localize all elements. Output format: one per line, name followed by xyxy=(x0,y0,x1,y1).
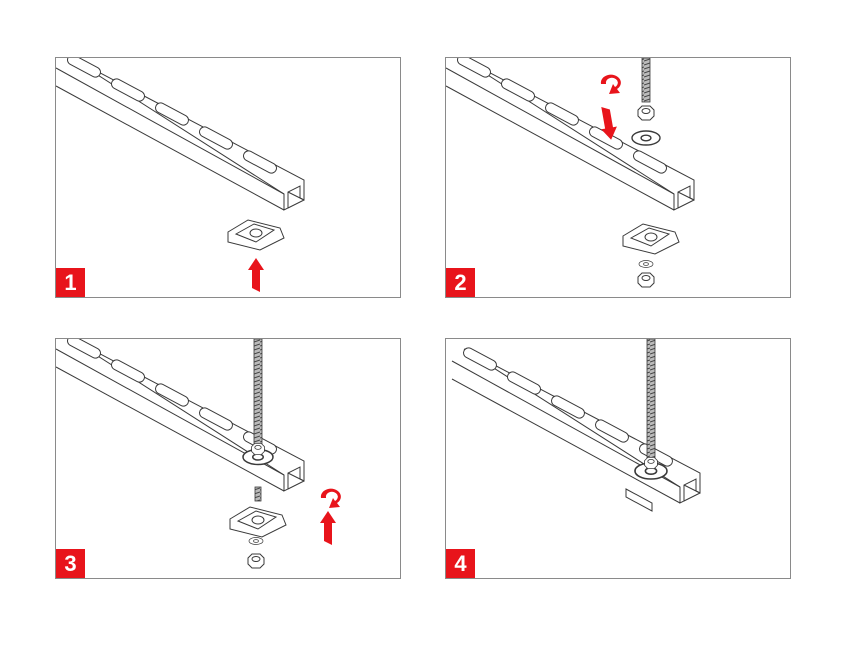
step-number: 4 xyxy=(446,549,475,578)
hex-nut xyxy=(644,456,658,470)
channel-nut-clip xyxy=(625,488,653,512)
hex-nut xyxy=(637,105,655,121)
step-1-panel: 1 xyxy=(55,57,401,298)
strut-channel xyxy=(56,58,305,211)
washer xyxy=(631,130,661,146)
step-number: 1 xyxy=(56,268,85,297)
step-4-illustration xyxy=(451,339,701,512)
strut-channel xyxy=(451,345,701,504)
rotate-arrow-icon xyxy=(320,488,341,508)
channel-nut-clip xyxy=(227,219,285,251)
step-2-illustration xyxy=(446,58,695,288)
up-arrow-icon xyxy=(248,258,264,292)
step-3-panel: 3 xyxy=(55,338,401,579)
small-washer xyxy=(248,537,264,545)
small-washer xyxy=(638,260,654,268)
step-3-illustration xyxy=(56,339,341,569)
up-arrow-icon xyxy=(320,511,336,545)
threaded-rod xyxy=(253,339,263,452)
channel-nut-clip xyxy=(622,223,680,255)
strut-channel xyxy=(56,339,305,492)
hex-nut-bottom xyxy=(247,553,265,569)
threaded-rod xyxy=(646,339,656,464)
rotate-arrow-icon xyxy=(600,74,621,94)
step-1-illustration xyxy=(56,58,305,292)
step-2-panel: 2 xyxy=(445,57,791,298)
step-number: 3 xyxy=(56,549,85,578)
threaded-rod-end xyxy=(254,486,262,502)
threaded-rod xyxy=(641,58,651,103)
step-number: 2 xyxy=(446,268,475,297)
hex-nut-bottom xyxy=(637,272,655,288)
hex-nut xyxy=(251,442,265,456)
channel-nut-clip xyxy=(229,506,287,538)
step-4-panel: 4 xyxy=(445,338,791,579)
